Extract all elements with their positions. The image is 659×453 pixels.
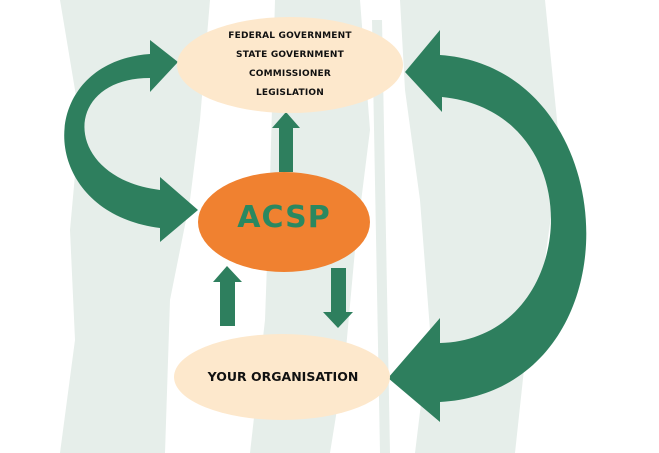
background-crutch <box>372 20 390 453</box>
left-curved-double-arrow <box>64 40 199 242</box>
acsp-to-government-arrow <box>272 112 300 172</box>
acsp-ellipse <box>198 172 370 272</box>
government-line-2: STATE GOVERNMENT <box>236 50 344 60</box>
organisation-to-acsp-arrow <box>213 266 242 326</box>
background-cane <box>88 240 100 453</box>
government-line-3: COMMISSIONER <box>248 69 332 79</box>
organisation-label: YOUR ORGANISATION <box>207 369 359 384</box>
government-line-4: LEGISLATION <box>256 88 324 98</box>
government-ellipse <box>177 17 403 113</box>
acsp-to-organisation-arrow <box>323 268 353 328</box>
government-line-1: FEDERAL GOVERNMENT <box>228 31 352 41</box>
organisation-ellipse <box>174 334 390 420</box>
right-curved-double-arrow <box>388 30 587 422</box>
acsp-label: ACSP <box>237 200 331 235</box>
